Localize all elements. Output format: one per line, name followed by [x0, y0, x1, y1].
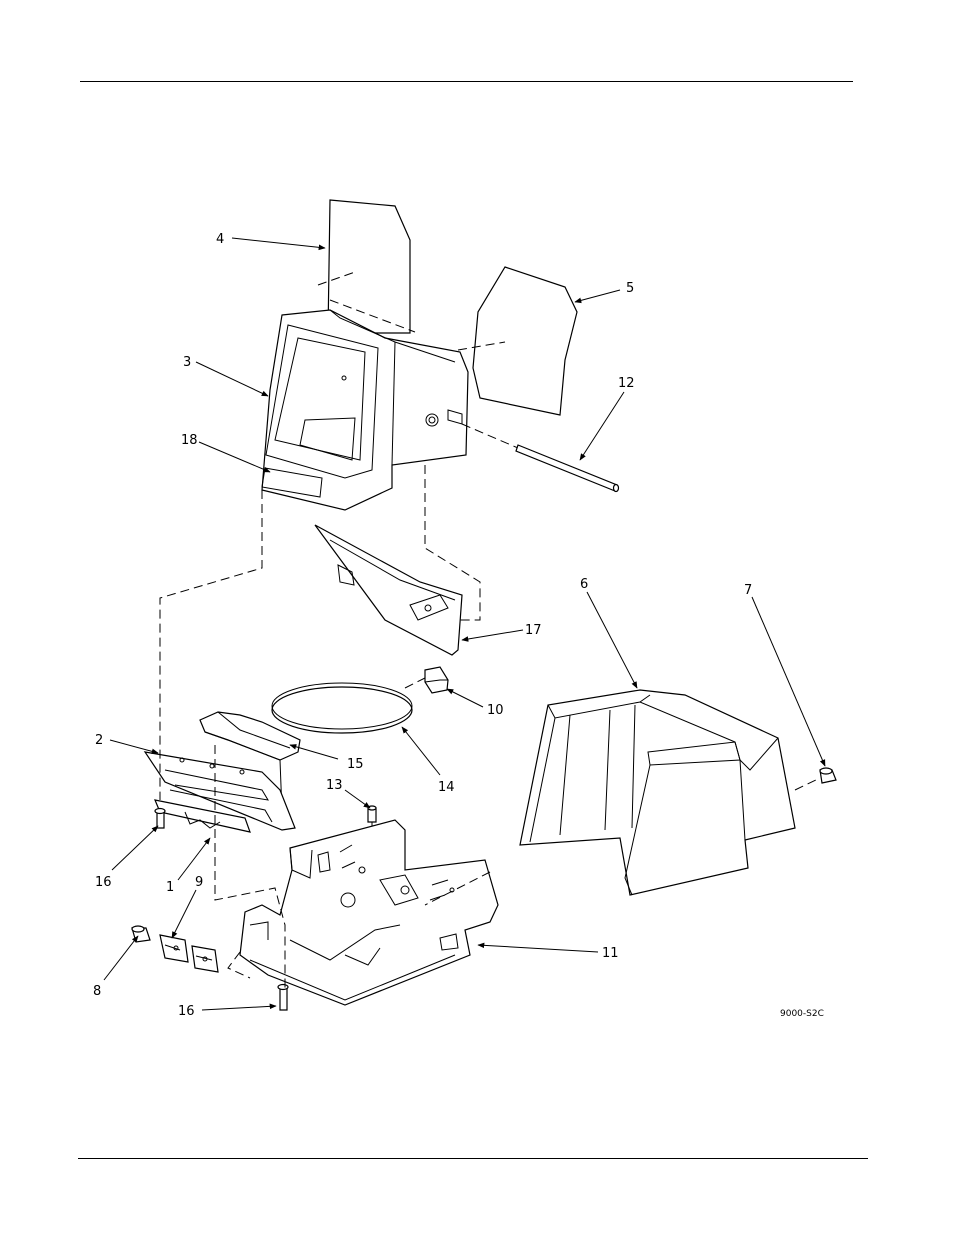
part-6-cover	[520, 690, 795, 895]
part-14-disc	[272, 683, 412, 733]
callout-1: 1	[166, 880, 174, 895]
part-16-screw-lower	[278, 985, 288, 1011]
callout-18: 18	[181, 433, 198, 448]
callout-14: 14	[438, 780, 455, 795]
callout-3: 3	[183, 355, 191, 370]
part-5-panel	[458, 267, 577, 415]
callout-15: 15	[347, 757, 364, 772]
part-11-base	[240, 820, 498, 1005]
part-3-housing	[262, 310, 468, 510]
callout-6: 6	[580, 577, 588, 592]
callout-11: 11	[602, 946, 619, 961]
part-16-screw-upper	[155, 809, 165, 829]
callout-8: 8	[93, 984, 101, 999]
callout-12: 12	[618, 376, 635, 391]
part-9-clips	[160, 935, 218, 972]
callout-2: 2	[95, 733, 103, 748]
part-7-screw	[795, 768, 836, 790]
callout-10: 10	[487, 703, 504, 718]
callout-16-lower: 16	[178, 1004, 195, 1019]
callout-5: 5	[626, 281, 634, 296]
callout-4: 4	[216, 232, 224, 247]
part-17-bracket	[315, 525, 462, 655]
part-12-rod	[462, 424, 619, 492]
callout-9: 9	[195, 875, 203, 890]
drawing-id: 9000-S2C	[780, 1009, 824, 1019]
callout-7: 7	[744, 583, 752, 598]
part-10-block	[405, 667, 448, 693]
callout-13: 13	[326, 778, 343, 793]
callout-16-upper: 16	[95, 875, 112, 890]
callout-17: 17	[525, 623, 542, 638]
